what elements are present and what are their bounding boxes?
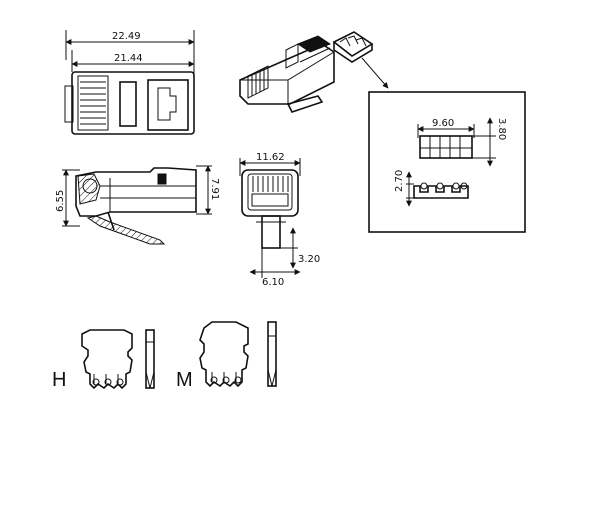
side-view: 6.55 7.91	[55, 165, 220, 245]
contact-h-label: H	[52, 369, 66, 391]
dim-insert-height-text: 3.80	[496, 118, 507, 140]
dim-side-total-text: 7.91	[209, 178, 220, 200]
contact-m-label: M	[176, 369, 193, 391]
isometric-view	[239, 31, 389, 113]
end-view-contacts	[251, 176, 289, 207]
dim-top-body-text: 21.44	[114, 53, 143, 64]
dimension-top-overall: 22.49	[65, 30, 195, 80]
dimension-top-body: 21.44	[71, 50, 195, 72]
dim-side-front-text: 6.55	[55, 190, 66, 212]
dim-insert-base-text: 2.70	[394, 170, 405, 192]
contact-m: M	[176, 321, 277, 391]
end-view: 11.62 3.20 6.10	[239, 152, 320, 288]
dim-end-width-text: 11.62	[256, 152, 285, 163]
insert-detail-box: 9.60 3.80 2.70	[368, 91, 526, 233]
top-view-contacts	[80, 81, 106, 125]
dim-top-overall-text: 22.49	[112, 31, 141, 42]
top-view: 22.49 21.44	[64, 30, 195, 135]
dim-end-tab-width-text: 6.10	[262, 277, 284, 288]
dim-end-tab-height-text: 3.20	[298, 254, 320, 265]
contact-h: H	[52, 329, 155, 391]
dim-insert-width-text: 9.60	[432, 118, 454, 129]
